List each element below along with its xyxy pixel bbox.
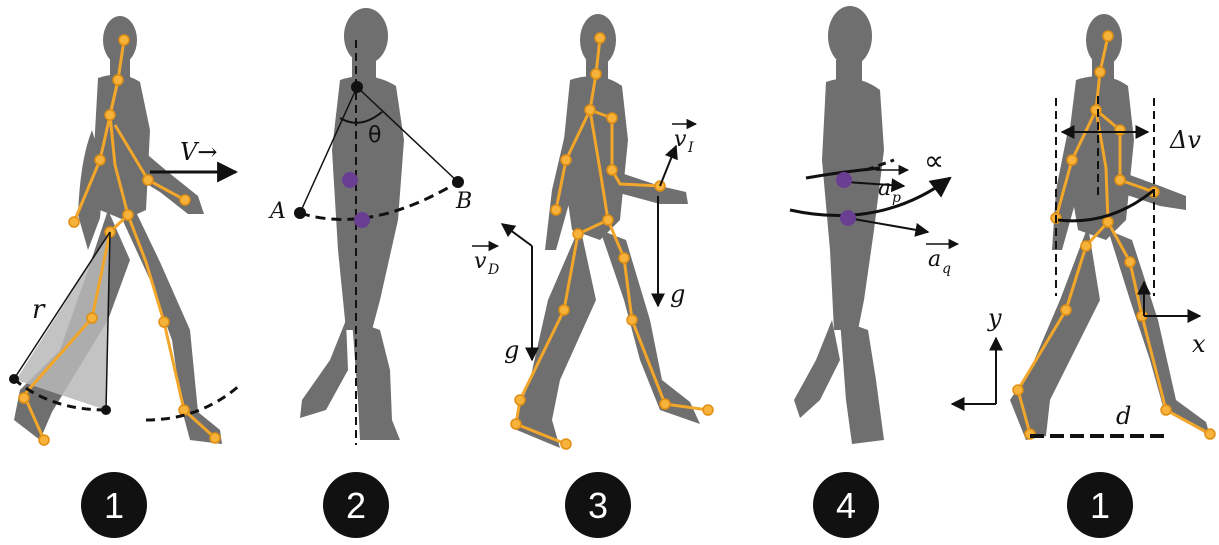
- svg-text:v: v: [674, 127, 687, 152]
- pivot-point: [351, 81, 363, 93]
- svg-text:I: I: [687, 140, 694, 156]
- panel-3: v I v D g g 3: [472, 14, 713, 538]
- vi-label: v I: [672, 124, 696, 156]
- vd-label: v D: [472, 246, 499, 278]
- panel-3-number: 3: [588, 485, 608, 526]
- angle-label: θ: [368, 123, 381, 148]
- alpha-label: ∝: [924, 144, 944, 177]
- walker-silhouette-4: [794, 6, 884, 444]
- x-axis-label: x: [1192, 330, 1206, 358]
- panel-1: V→ r 1: [9, 16, 240, 538]
- panel-1-number: 1: [104, 485, 124, 526]
- radius-label: r: [32, 295, 46, 325]
- panel-4: a p a q ∝ 4: [790, 6, 958, 538]
- svg-text:a: a: [878, 176, 891, 201]
- step-distance-label: d: [1116, 402, 1131, 430]
- axes-left: [952, 338, 996, 404]
- svg-text:D: D: [487, 262, 499, 278]
- point-a-label: A: [268, 199, 286, 224]
- panel-4-number: 4: [836, 485, 856, 526]
- ap-label: a p: [876, 170, 908, 206]
- delta-v-label: Δv: [1169, 126, 1201, 154]
- panel-5-number: 1: [1090, 485, 1110, 526]
- gravity-label-left: g: [504, 336, 519, 364]
- radius-endpoint-b: [101, 405, 111, 415]
- panel-5: Δv y x d 1: [952, 14, 1215, 538]
- point-b-marker: [452, 176, 464, 188]
- panel-2: θ A B 2: [268, 8, 472, 538]
- radius-endpoint-a: [9, 374, 19, 384]
- walker-silhouette-3: [512, 14, 700, 448]
- svg-text:q: q: [942, 261, 951, 277]
- svg-text:v: v: [474, 249, 487, 274]
- svg-text:p: p: [892, 190, 901, 206]
- walker-silhouette-2: [300, 8, 404, 440]
- gravity-label-right: g: [670, 280, 685, 308]
- aq-label: a q: [926, 244, 958, 277]
- vi-arrow: [660, 146, 676, 186]
- point-a-marker: [294, 207, 306, 219]
- marker-upper: [342, 172, 358, 188]
- velocity-label: V→: [180, 138, 217, 166]
- point-b-label: B: [455, 189, 472, 214]
- panel-2-number: 2: [346, 485, 366, 526]
- marker-q: [840, 210, 856, 226]
- y-axis-label: y: [987, 304, 1002, 332]
- marker-p: [836, 172, 852, 188]
- svg-text:a: a: [928, 247, 941, 272]
- marker-lower: [354, 212, 370, 228]
- vd-arrow: [502, 224, 532, 246]
